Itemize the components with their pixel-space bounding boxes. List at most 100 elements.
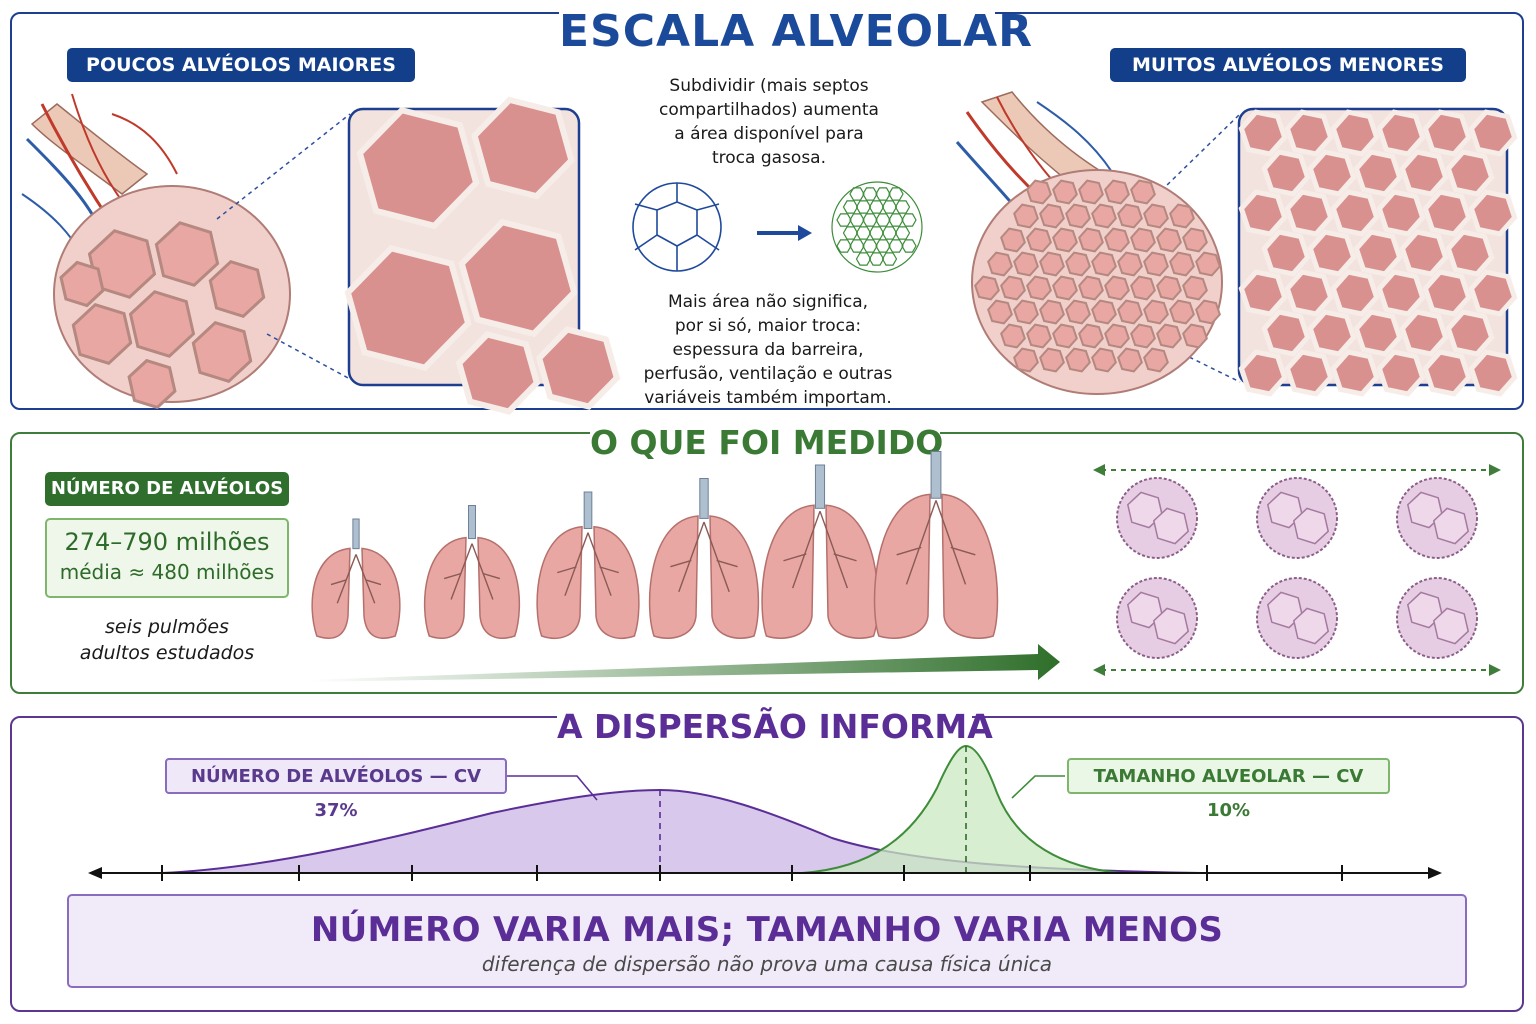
alveolus: [1445, 309, 1495, 357]
alveolus: [1000, 323, 1026, 349]
subdivide-line: a área disponível para: [674, 124, 864, 144]
six-lungs-illustration: [308, 451, 1060, 682]
alveolus: [208, 260, 266, 318]
subdivide-explanation: Subdividir (mais septos compartilhados) …: [614, 74, 924, 170]
alveolus: [1307, 149, 1357, 197]
alveolus: [344, 244, 472, 372]
arrow-right-icon: [757, 225, 812, 241]
alveolus: [59, 260, 105, 308]
subdivision-diagram: [632, 181, 923, 273]
alveolus: [1330, 269, 1380, 317]
alveolar-scale-title: ESCALA ALVEOLAR: [559, 6, 1034, 57]
alveolus: [1078, 227, 1104, 253]
alveolus: [1039, 299, 1065, 325]
alveolus: [1284, 189, 1334, 237]
subdivide-line: compartilhados) aumenta: [659, 100, 879, 120]
alveolus: [471, 96, 575, 200]
alveolus: [71, 303, 133, 365]
alveolus: [1195, 251, 1221, 277]
alveolus: [1399, 309, 1449, 357]
alveolus: [128, 290, 196, 358]
lung: [423, 505, 521, 639]
alveoli-number-badge: NÚMERO DE ALVÉOLOS: [45, 472, 289, 506]
increasing-arrow: [308, 644, 1060, 682]
alveolus: [1284, 349, 1334, 397]
alveolus: [1307, 229, 1357, 277]
alveolus: [1143, 299, 1169, 325]
x-axis: [88, 865, 1442, 881]
alveolus: [1156, 227, 1182, 253]
alveolus: [1000, 227, 1026, 253]
small-alveoli-cluster-illustration: [955, 91, 1223, 395]
alveolus: [1238, 189, 1288, 237]
alveolus: [1261, 229, 1311, 277]
alveolus: [1169, 203, 1195, 229]
alveolus: [1078, 275, 1104, 301]
alveolus: [1117, 347, 1143, 373]
many-cells-diagram: [831, 181, 923, 273]
alveoli-count-range: 274–790 milhões: [64, 528, 270, 556]
alveolus: [1130, 179, 1156, 205]
alveolus: [1353, 309, 1403, 357]
few-cells-diagram: [632, 182, 722, 272]
alveolus: [1261, 149, 1311, 197]
size-cv-legend: TAMANHO ALVEOLAR — CV 10%: [1067, 758, 1390, 821]
measured-panel: O QUE FOI MEDIDO NÚMERO DE ALVÉOLOS 274–…: [10, 423, 1524, 694]
lung: [873, 451, 999, 639]
alveolus: [1156, 323, 1182, 349]
alveolus: [1091, 347, 1117, 373]
caveat-line: perfusão, ventilação e outras: [643, 364, 893, 384]
alveolus: [1376, 269, 1426, 317]
alveolus: [1330, 189, 1380, 237]
alveolus: [1130, 227, 1156, 253]
alveolus: [1169, 251, 1195, 277]
alveolus: [1353, 229, 1403, 277]
alveolus: [1468, 109, 1518, 157]
alveolus: [1284, 269, 1334, 317]
alveolus: [1376, 109, 1426, 157]
alveolus: [1065, 347, 1091, 373]
alveolus: [1468, 269, 1518, 317]
measured-title: O QUE FOI MEDIDO: [590, 423, 944, 462]
large-alveoli-cluster-illustration: [21, 93, 291, 410]
alveolus: [154, 221, 220, 287]
lung: [761, 464, 879, 639]
alveolus: [1104, 227, 1130, 253]
alveolus: [987, 251, 1013, 277]
alveolus: [1445, 229, 1495, 277]
alveolus: [1052, 179, 1078, 205]
note-line: seis pulmões: [105, 616, 229, 638]
alveolus: [1182, 227, 1208, 253]
double-arrow-top: [1093, 464, 1501, 476]
alveolar-sample: [1396, 477, 1478, 559]
many-smaller-alveoli-label: MUITOS ALVÉOLOS MENORES: [1110, 48, 1466, 82]
alveolus: [1052, 323, 1078, 349]
alveolus: [87, 229, 157, 299]
alveolar-sample: [1116, 577, 1198, 659]
alveolus: [1000, 275, 1026, 301]
alveolus: [1039, 347, 1065, 373]
alveolus: [1143, 203, 1169, 229]
alveolus: [1026, 179, 1052, 205]
alveolus: [1130, 275, 1156, 301]
alveolar-sample: [1396, 577, 1478, 659]
alveolus: [1353, 149, 1403, 197]
alveolus: [455, 331, 541, 415]
alveolus: [1143, 251, 1169, 277]
alveolus: [1238, 109, 1288, 157]
alveolus: [1026, 275, 1052, 301]
note-line: adultos estudados: [79, 642, 255, 664]
alveolus: [356, 106, 480, 230]
alveolus: [1013, 347, 1039, 373]
caveat-line: por si só, maior troca:: [674, 316, 862, 336]
large-alveoli-zoom-inset: [344, 96, 621, 415]
alveolus: [1065, 299, 1091, 325]
conclusion-headline: NÚMERO VARIA MAIS; TAMANHO VARIA MENOS: [310, 910, 1224, 950]
alveolus: [1376, 189, 1426, 237]
alveolus: [1039, 251, 1065, 277]
alveolus: [1169, 299, 1195, 325]
alveolus: [1091, 203, 1117, 229]
alveolus: [1026, 323, 1052, 349]
alveolus: [1104, 179, 1130, 205]
alveolus: [1117, 203, 1143, 229]
